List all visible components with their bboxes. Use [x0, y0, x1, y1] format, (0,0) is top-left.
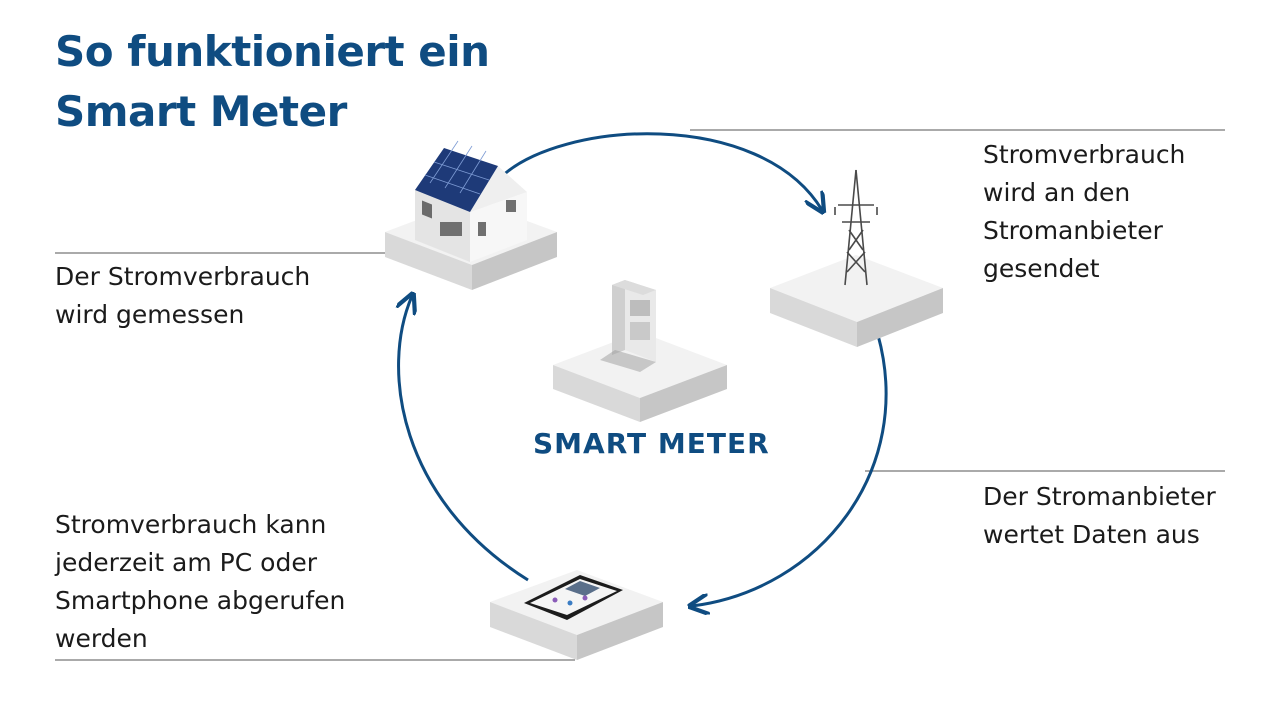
step-caption-send: Stromverbrauch wird an den Stromanbieter… [983, 136, 1185, 288]
smart-meter-cabinet-icon [553, 280, 727, 422]
caption-line: Smartphone abgerufen [55, 586, 346, 615]
caption-line: Der Stromverbrauch [55, 262, 311, 291]
caption-line: jederzeit am PC oder [55, 548, 317, 577]
smartphone-icon [490, 570, 663, 660]
caption-line: werden [55, 624, 148, 653]
arrow-house-to-pylon [498, 132, 822, 210]
step-caption-view: Stromverbrauch kann jederzeit am PC oder… [55, 506, 345, 658]
title-line-1: So funktioniert ein [55, 27, 490, 76]
arrow-phone-to-house [399, 296, 529, 582]
caption-line: gesendet [983, 254, 1100, 283]
page-title: So funktioniert ein Smart Meter [55, 22, 490, 142]
step-caption-evaluate: Der Stromanbieter wertet Daten aus [983, 478, 1216, 554]
title-line-2: Smart Meter [55, 87, 347, 136]
caption-line: Der Stromanbieter [983, 482, 1216, 511]
caption-line: wird an den [983, 178, 1131, 207]
house-with-solar-panels-icon [385, 140, 557, 290]
caption-line: Stromanbieter [983, 216, 1163, 245]
caption-line: Stromverbrauch kann [55, 510, 327, 539]
step-caption-measure: Der Stromverbrauch wird gemessen [55, 258, 310, 334]
caption-line: Stromverbrauch [983, 140, 1186, 169]
arrow-pylon-to-phone [692, 334, 888, 606]
caption-line: wertet Daten aus [983, 520, 1200, 549]
power-pylon-icon [770, 169, 943, 347]
caption-line: wird gemessen [55, 300, 245, 329]
center-label: SMART METER [533, 427, 770, 460]
